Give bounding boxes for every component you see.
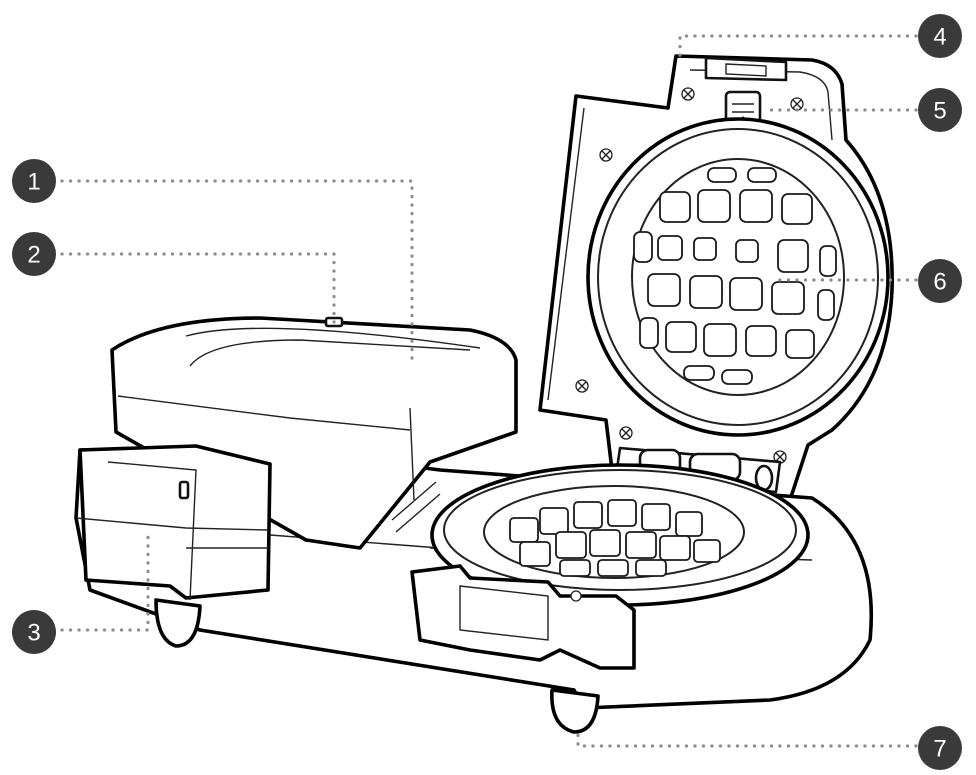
- lower-waffle-grid: [509, 499, 721, 577]
- leader-4: [678, 34, 918, 60]
- callout-1: 1: [12, 159, 56, 203]
- upper-cooking-plate: [586, 117, 890, 437]
- feet: [154, 598, 600, 734]
- upper-lid: [538, 54, 894, 502]
- callout-3-label: 3: [27, 620, 40, 647]
- front-handle: [410, 564, 636, 670]
- callout-4-label: 4: [933, 24, 946, 51]
- callout-5-label: 5: [933, 98, 946, 125]
- callout-2: 2: [12, 232, 56, 276]
- leader-1: [60, 179, 414, 362]
- callout-4: 4: [918, 14, 962, 58]
- side-handle: [75, 444, 272, 601]
- callout-6-label: 6: [933, 269, 946, 296]
- waffle-grid: [633, 167, 837, 385]
- leader-7: [576, 732, 918, 748]
- callout-6: 6: [918, 259, 962, 303]
- leader-lines: [60, 34, 918, 748]
- callout-7: 7: [918, 726, 962, 770]
- leader-3: [60, 530, 150, 632]
- callout-1-label: 1: [27, 169, 40, 196]
- leader-2: [60, 252, 336, 324]
- callout-7-label: 7: [933, 736, 946, 763]
- callout-5: 5: [918, 88, 962, 132]
- callout-2-label: 2: [27, 242, 40, 269]
- storage-box: [110, 316, 518, 550]
- lid-latch: [704, 56, 788, 82]
- callout-3: 3: [12, 610, 56, 654]
- lower-cooking-plate: [430, 463, 810, 607]
